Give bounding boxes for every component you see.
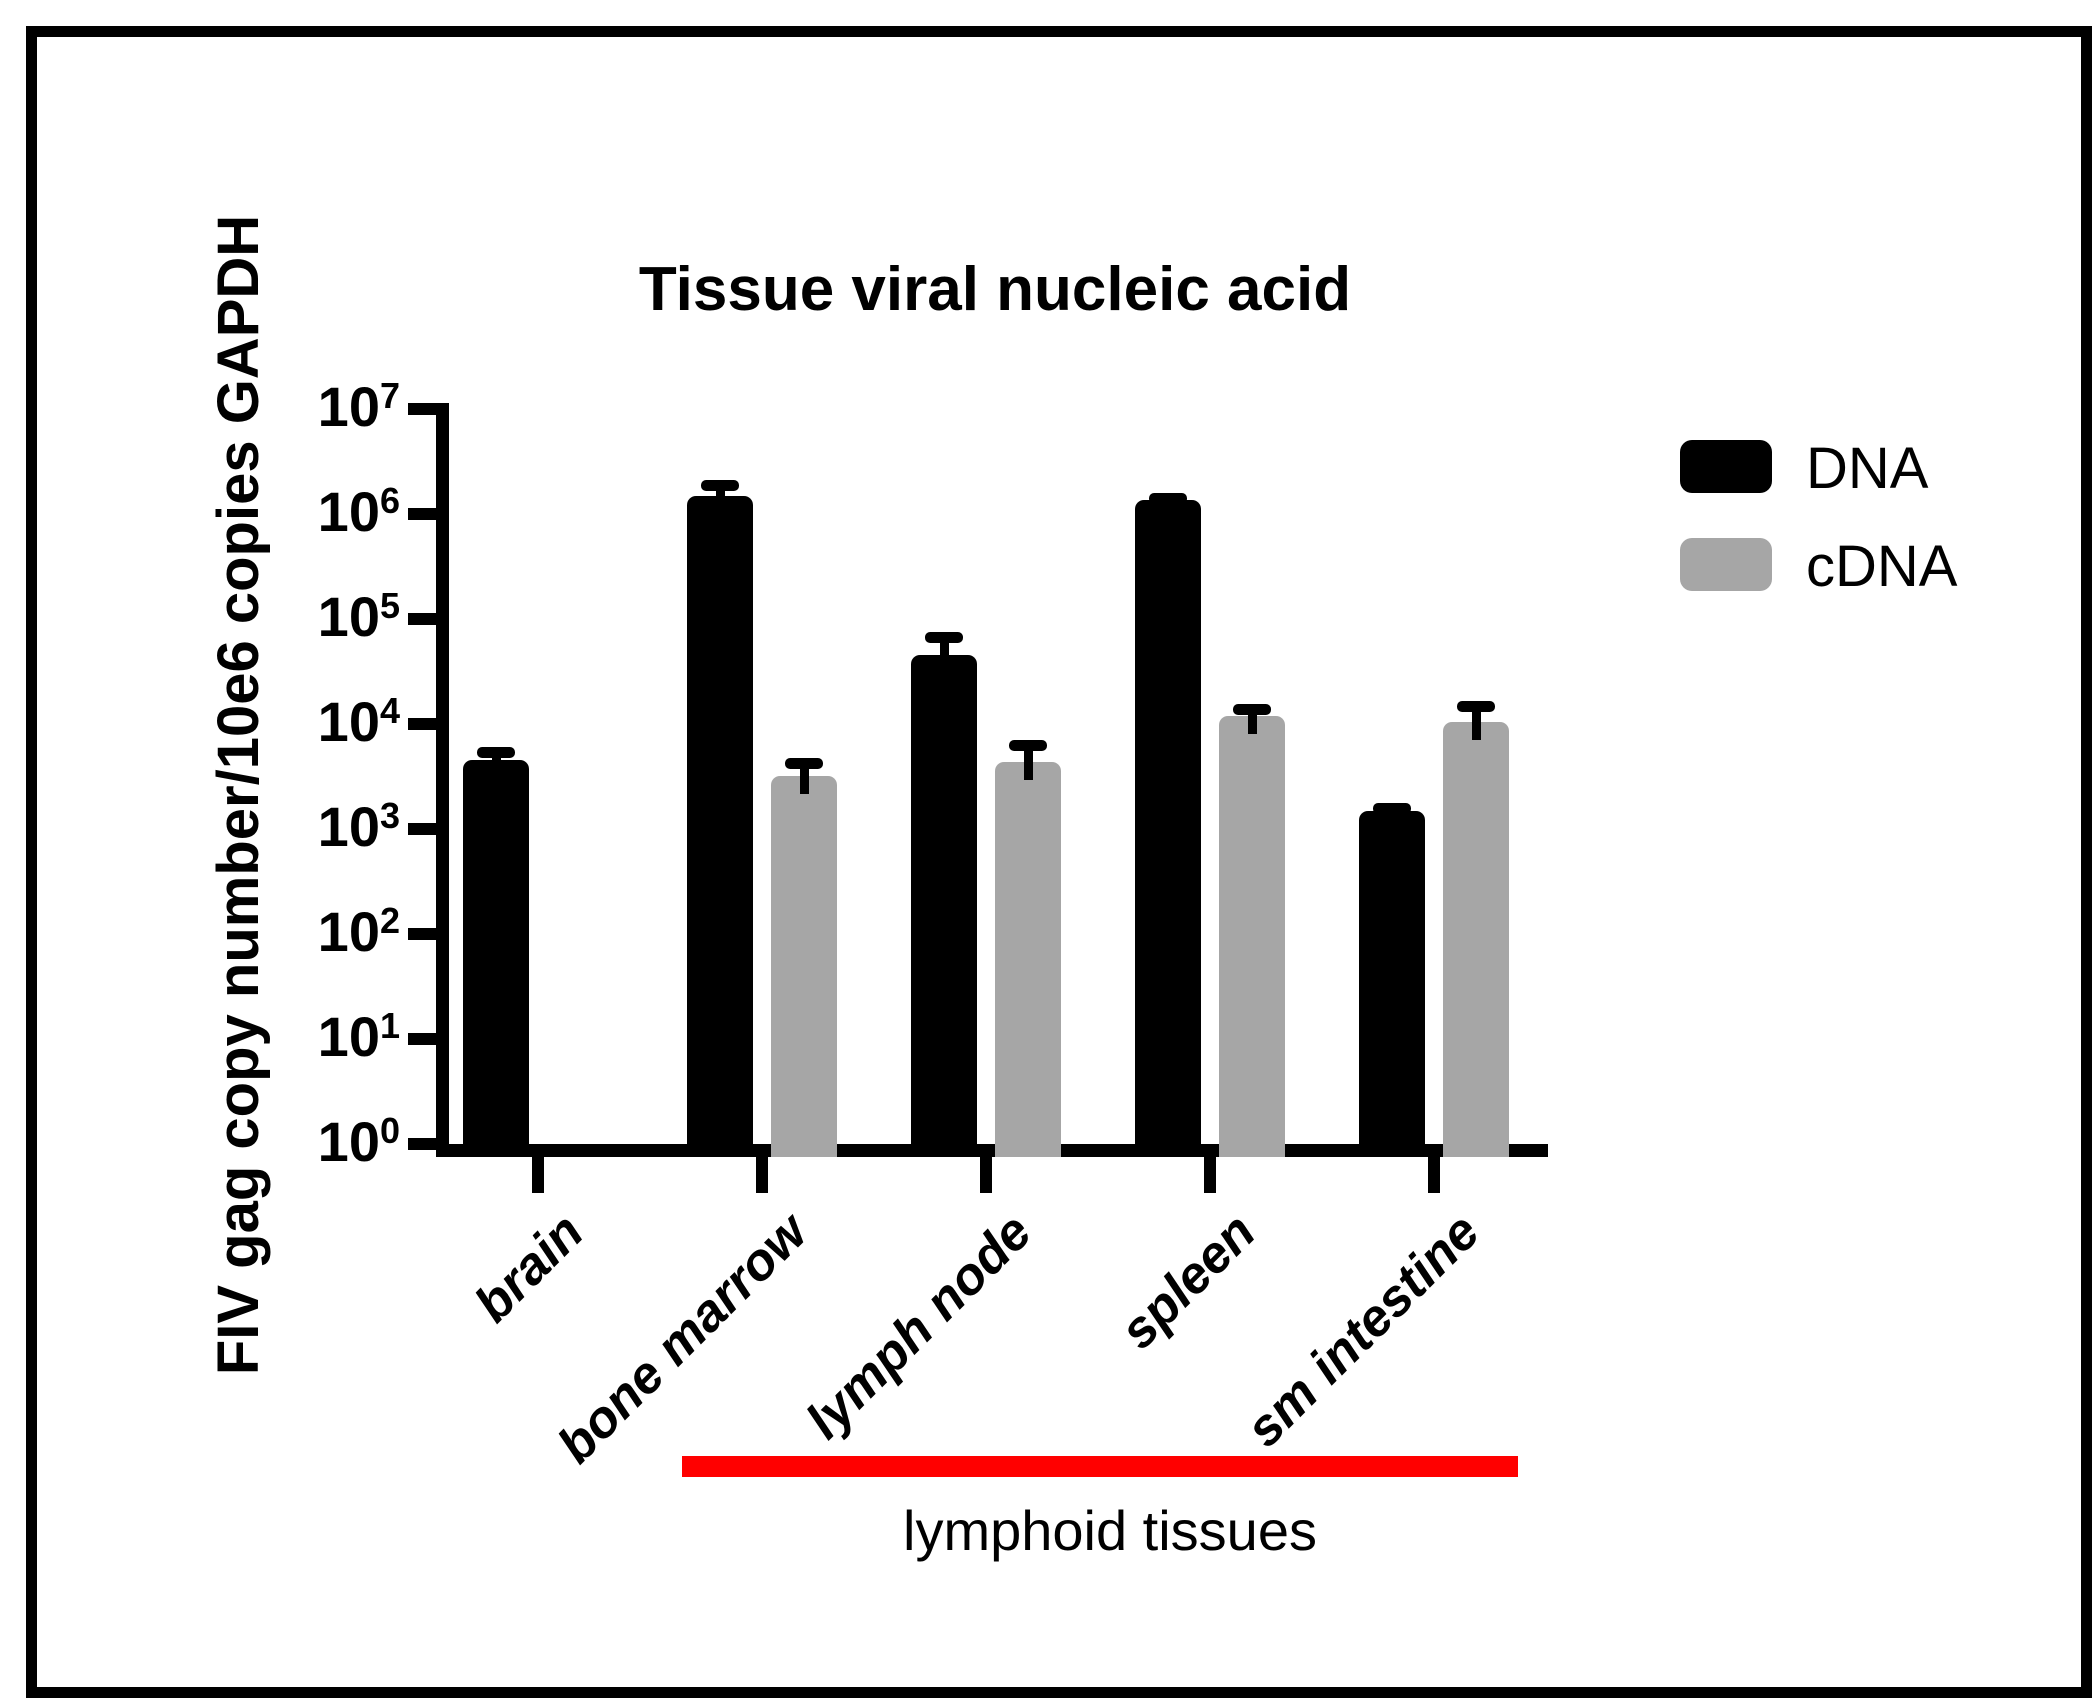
y-axis-tick bbox=[408, 823, 436, 835]
y-axis-tick-label: 104 bbox=[317, 690, 400, 753]
x-axis-tick bbox=[980, 1157, 992, 1193]
bar-dna-lymph-node bbox=[911, 655, 977, 1157]
bar-dna-spleen bbox=[1135, 500, 1201, 1157]
error-bar-stem bbox=[1247, 704, 1257, 734]
bar-cdna-bone-marrow bbox=[771, 775, 837, 1157]
bar-cdna-spleen bbox=[1219, 715, 1285, 1157]
x-axis-tick bbox=[756, 1157, 768, 1193]
y-axis-tick bbox=[408, 403, 436, 415]
x-category-label-brain: brain bbox=[463, 1202, 595, 1334]
x-category-label-bone-marrow: bone marrow bbox=[546, 1202, 819, 1475]
error-bar-cap bbox=[477, 747, 515, 759]
legend: DNA cDNA bbox=[1680, 436, 2060, 660]
bar-cdna-sm-intestine bbox=[1443, 721, 1509, 1157]
error-bar-stem bbox=[939, 632, 949, 674]
bar-cdna-lymph-node bbox=[995, 762, 1061, 1157]
y-axis-tick bbox=[408, 928, 436, 940]
error-bar-cap bbox=[785, 758, 823, 770]
legend-label-cdna: cDNA bbox=[1806, 534, 1958, 599]
y-axis-line bbox=[436, 403, 449, 1157]
error-bar-cap bbox=[1373, 803, 1411, 815]
bar-dna-brain bbox=[463, 760, 529, 1157]
error-bar-stem bbox=[799, 758, 809, 794]
lymphoid-tissues-label: lymphoid tissues bbox=[903, 1499, 1317, 1562]
error-bar-stem bbox=[1163, 492, 1173, 519]
error-bar-stem bbox=[491, 747, 501, 779]
error-bar-cap bbox=[1009, 740, 1047, 752]
x-axis-tick bbox=[1204, 1157, 1216, 1193]
legend-label-dna: DNA bbox=[1806, 436, 1929, 501]
bar-dna-bone-marrow bbox=[687, 495, 753, 1157]
error-bar-stem bbox=[1471, 701, 1481, 740]
error-bar-cap bbox=[1233, 704, 1271, 715]
x-axis-tick bbox=[1428, 1157, 1440, 1193]
error-bar-stem bbox=[1387, 803, 1397, 829]
y-axis-tick-label: 101 bbox=[317, 1005, 400, 1068]
error-bar-cap bbox=[701, 480, 739, 492]
y-axis-tick bbox=[408, 1033, 436, 1045]
error-bar-stem bbox=[715, 480, 725, 514]
x-axis-tick bbox=[532, 1157, 544, 1193]
y-axis-tick bbox=[408, 508, 436, 520]
legend-swatch-dna bbox=[1680, 440, 1772, 493]
y-axis-tick bbox=[408, 718, 436, 730]
y-axis-tick-label: 107 bbox=[317, 375, 400, 438]
y-axis-tick-label: 103 bbox=[317, 795, 400, 858]
error-bar-cap bbox=[1149, 492, 1187, 504]
figure-border bbox=[26, 26, 2092, 1698]
y-axis-tick-label: 106 bbox=[317, 480, 400, 543]
error-bar-cap bbox=[925, 632, 963, 644]
y-axis-tick bbox=[408, 613, 436, 625]
y-axis-tick-label: 105 bbox=[317, 585, 400, 648]
bar-dna-sm-intestine bbox=[1359, 810, 1425, 1157]
y-axis-tick-label: 100 bbox=[317, 1110, 400, 1173]
error-bar-stem bbox=[1023, 740, 1033, 781]
legend-swatch-cdna bbox=[1680, 538, 1772, 591]
chart-title: Tissue viral nucleic acid bbox=[638, 255, 1352, 324]
y-axis-tick-label: 102 bbox=[317, 900, 400, 963]
y-axis-tick bbox=[408, 1138, 436, 1150]
lymphoid-tissues-underline bbox=[682, 1456, 1518, 1477]
error-bar-cap bbox=[1457, 701, 1495, 713]
